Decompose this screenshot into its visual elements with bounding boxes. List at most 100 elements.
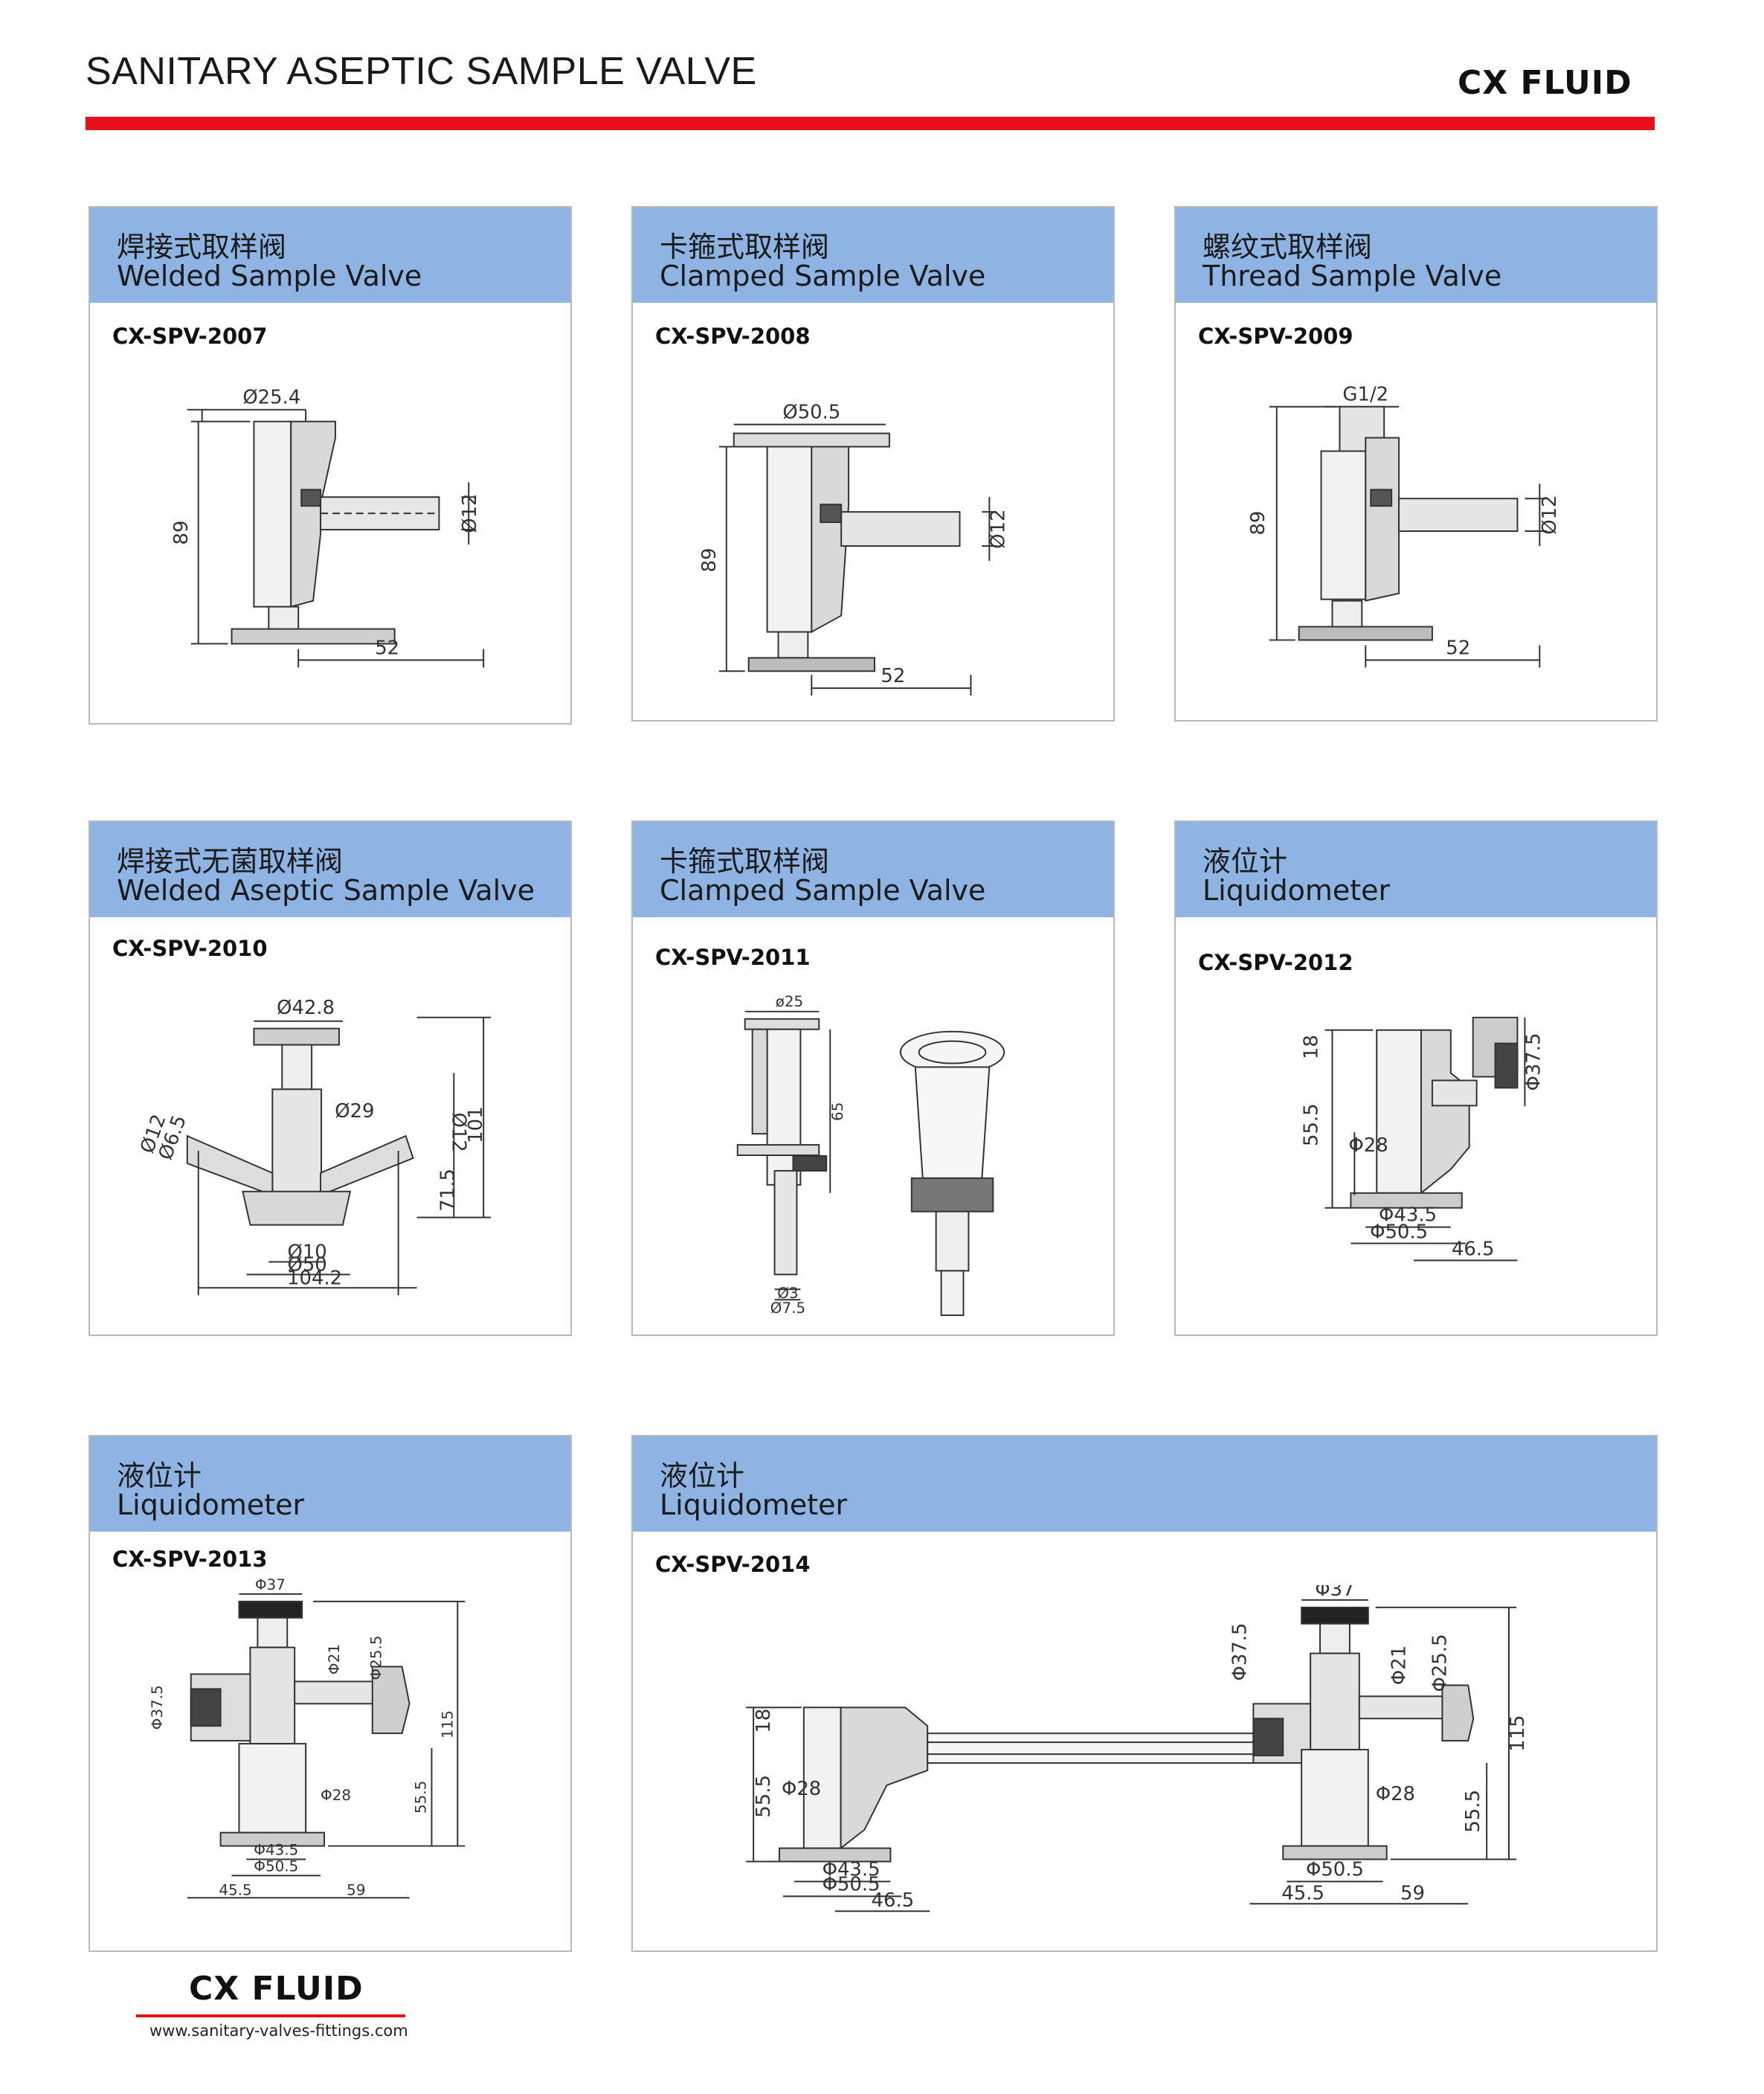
header-divider [86, 117, 1655, 130]
dim-right-width-1: 45.5 [1281, 1882, 1324, 1904]
dim-right-inner: Φ28 [1376, 1783, 1415, 1805]
product-card-spv-2010: 焊接式无菌取样阀 Welded Aseptic Sample Valve CX-… [88, 820, 572, 1336]
dim-bottom-2: Ø50 [287, 1253, 326, 1276]
dim-bottom-2: Ø7.5 [770, 1300, 805, 1317]
dim-d21: Φ21 [326, 1644, 343, 1674]
dim-outlet: Ø12 [459, 493, 481, 533]
dim-bottom-3: 104.2 [287, 1267, 342, 1289]
product-code: CX-SPV-2009 [1198, 324, 1353, 349]
dim-bottom: 52 [375, 637, 399, 659]
dim-bottom-2: Φ50.5 [1370, 1221, 1428, 1244]
dim-bottom-1: Φ43.5 [254, 1842, 298, 1859]
card-title-en: Liquidometer [1203, 874, 1391, 907]
valve-drawing-2007: Ø25.4 89 Ø12 52 [170, 387, 485, 668]
dim-top: Ø50.5 [782, 402, 840, 424]
card-title-en: Clamped Sample Valve [660, 874, 986, 907]
technical-drawing: ø25 65 Ø3 Ø7.5 [633, 978, 1113, 1335]
dim-left-bottom-2: Φ50.5 [823, 1873, 881, 1895]
product-card-spv-2009: 螺纹式取样阀 Thread Sample Valve CX-SPV-2009 [1174, 206, 1658, 722]
card-title-cn: 卡箍式取样阀 [660, 231, 830, 263]
website-link[interactable]: www.sanitary-valves-fittings.com [149, 2022, 408, 2040]
dim-bottom-3: 46.5 [1452, 1238, 1495, 1260]
dim-bottom-1: Ø10 [287, 1241, 326, 1263]
technical-drawing: Ø42.8 Ø29 Ø12 Ø6.5 Ø12 101 71.5 Ø10 Ø50 … [90, 969, 570, 1335]
valve-drawing-2008: Ø50.5 89 Ø12 52 [698, 402, 1009, 696]
dim-height-2: 71.5 [437, 1169, 459, 1212]
card-title-cn: 焊接式无菌取样阀 [117, 845, 344, 878]
valve-drawing-2010: Ø42.8 Ø29 Ø12 Ø6.5 Ø12 101 71.5 Ø10 Ø50 … [136, 997, 492, 1296]
dim-bottom-1: Φ43.5 [1379, 1204, 1437, 1227]
card-title-en: Clamped Sample Valve [660, 260, 986, 292]
technical-drawing: G1/2 89 Ø12 52 [1176, 356, 1656, 720]
brand-logo-top: CX FLUID [1458, 64, 1632, 102]
dim-top: G1/2 [1342, 384, 1388, 406]
product-code: CX-SPV-2012 [1198, 950, 1353, 975]
dim-right-bottom: Φ50.5 [1306, 1858, 1364, 1881]
dim-h2: 55.5 [412, 1781, 429, 1814]
dim-left-width: 46.5 [872, 1889, 915, 1912]
technical-drawing: 18 55.5 Φ28 Φ37.5 Φ43.5 Φ50.5 46.5 [1176, 984, 1656, 1335]
product-code: CX-SPV-2013 [112, 1547, 268, 1572]
dim-outlet: Ø12 [1539, 495, 1561, 534]
dim-bottom: 52 [881, 665, 905, 687]
dim-outlet: Ø12 [987, 509, 1009, 548]
dim-width-1: 45.5 [219, 1881, 251, 1898]
card-title-en: Liquidometer [117, 1488, 305, 1521]
dim-bottom: 52 [1446, 637, 1470, 659]
card-title-cn: 焊接式取样阀 [117, 231, 287, 263]
dim-d255: Φ25.5 [368, 1636, 385, 1680]
card-header: 液位计 Liquidometer [1176, 822, 1656, 917]
technical-drawing: 18 55.5 Φ28 Φ43.5 Φ50.5 46.5 Φ37 Φ37.5 Φ… [633, 1585, 1656, 1950]
dim-height: 89 [170, 521, 193, 545]
page-title: SANITARY ASEPTIC SAMPLE VALVE [86, 50, 757, 93]
liquidometer-drawing-2014: 18 55.5 Φ28 Φ43.5 Φ50.5 46.5 Φ37 Φ37.5 Φ… [746, 1585, 1529, 1912]
dim-bottom-2: Φ50.5 [254, 1857, 298, 1875]
dim-top: Ø42.8 [277, 997, 335, 1019]
dim-top: Φ37 [255, 1578, 286, 1593]
dim-h1: 18 [1301, 1035, 1323, 1059]
product-card-spv-2007: 焊接式取样阀 Welded Sample Valve CX-SPV-2007 [88, 206, 572, 725]
dim-inner: Φ28 [1348, 1134, 1388, 1157]
product-card-spv-2012: 液位计 Liquidometer CX-SPV-2012 18 55.5 [1174, 820, 1658, 1336]
dim-inner: Φ28 [321, 1787, 351, 1804]
dim-side: Φ37.5 [149, 1685, 166, 1730]
card-title-cn: 液位计 [117, 1459, 202, 1492]
dim-right-d21: Φ21 [1388, 1645, 1411, 1685]
dim-side: Φ37.5 [1522, 1033, 1545, 1091]
card-title-en: Thread Sample Valve [1203, 260, 1502, 292]
technical-drawing: Φ37 Φ21 Φ25.5 Φ37.5 115 55.5 Φ28 Φ43.5 Φ… [90, 1578, 570, 1950]
dim-total-height: 101 [465, 1106, 487, 1143]
product-card-spv-2011: 卡箍式取样阀 Clamped Sample Valve CX-SPV-2011 [631, 820, 1115, 1336]
card-header: 卡箍式取样阀 Clamped Sample Valve [633, 822, 1113, 917]
product-code: CX-SPV-2007 [112, 324, 268, 349]
dim-height: 89 [698, 547, 721, 572]
dim-right-top: Φ37 [1315, 1585, 1354, 1601]
dim-height: 65 [829, 1102, 846, 1121]
product-code: CX-SPV-2011 [655, 945, 811, 970]
technical-drawing: Ø25.4 89 Ø12 52 [90, 356, 570, 723]
dim-right-height: 115 [1507, 1715, 1529, 1751]
card-title-cn: 螺纹式取样阀 [1203, 231, 1373, 263]
dim-height: 89 [1247, 511, 1269, 536]
dim-right-d255: Φ25.5 [1429, 1634, 1451, 1692]
valve-drawing-2009: G1/2 89 Ø12 52 [1247, 384, 1561, 668]
technical-drawing: Ø50.5 89 Ø12 52 [633, 356, 1113, 720]
dim-top: ø25 [776, 993, 804, 1010]
dim-right-width-2: 59 [1400, 1882, 1425, 1904]
product-code: CX-SPV-2010 [112, 936, 268, 961]
card-header: 卡箍式取样阀 Clamped Sample Valve [633, 208, 1113, 303]
card-header: 液位计 Liquidometer [633, 1436, 1656, 1532]
card-title-en: Welded Aseptic Sample Valve [117, 874, 535, 907]
product-card-spv-2008: 卡箍式取样阀 Clamped Sample Valve CX-SPV-2008 [631, 206, 1115, 722]
card-title-en: Liquidometer [660, 1488, 848, 1521]
product-card-spv-2013: 液位计 Liquidometer CX-SPV-2013 [88, 1435, 572, 1952]
card-title-cn: 卡箍式取样阀 [660, 845, 830, 878]
brand-logo-bottom: CX FLUID [189, 1970, 364, 2008]
liquidometer-drawing-2013: Φ37 Φ21 Φ25.5 Φ37.5 115 55.5 Φ28 Φ43.5 Φ… [149, 1578, 466, 1898]
dim-top: Ø25.4 [242, 387, 300, 409]
dim-bottom-1: Ø3 [777, 1285, 798, 1302]
footer-divider [136, 2014, 405, 2017]
product-code: CX-SPV-2014 [655, 1552, 811, 1577]
card-title-cn: 液位计 [1203, 845, 1288, 878]
valve-drawing-2011: ø25 65 Ø3 Ø7.5 [736, 993, 1005, 1317]
